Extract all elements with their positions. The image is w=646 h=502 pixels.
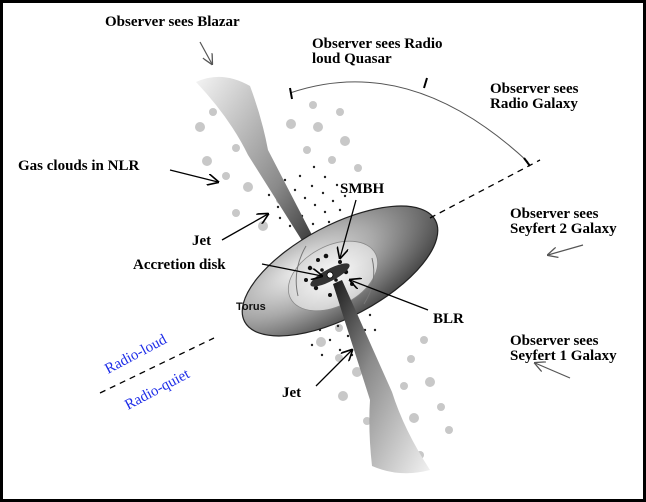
label-radio-quiet: Radio-quiet bbox=[122, 366, 193, 414]
label-radio-loud-quasar-line1: Observer sees Radio bbox=[312, 36, 443, 52]
label-seyfert1-line1: Observer sees bbox=[510, 333, 599, 349]
blazar-view-arrow bbox=[199, 41, 212, 64]
label-torus: Torus bbox=[236, 301, 266, 313]
jet-bottom-pointer bbox=[315, 350, 352, 387]
torus-plane-dashed-upper bbox=[429, 159, 541, 219]
seyfert2-view-arrow bbox=[548, 244, 584, 255]
label-seyfert2-line2: Seyfert 2 Galaxy bbox=[510, 221, 617, 237]
label-blr: BLR bbox=[433, 311, 464, 327]
label-radio-loud: Radio-loud bbox=[102, 331, 170, 377]
label-gas-clouds: Gas clouds in NLR bbox=[18, 158, 139, 174]
label-seyfert1-line2: Seyfert 1 Galaxy bbox=[510, 348, 617, 364]
label-accretion-disk: Accretion disk bbox=[133, 257, 226, 273]
agn-unified-model-diagram: Observer sees Blazar Observer sees Radio… bbox=[18, 14, 617, 474]
blr-pointer bbox=[350, 280, 429, 311]
seyfert1-view-arrow bbox=[535, 363, 571, 379]
label-seyfert2-line1: Observer sees bbox=[510, 206, 599, 222]
jet-upper bbox=[196, 76, 326, 266]
label-smbh: SMBH bbox=[340, 181, 385, 197]
jet-top-pointer bbox=[221, 214, 268, 241]
smbh-pointer bbox=[340, 199, 357, 258]
label-radio-galaxy-line1: Observer sees bbox=[490, 81, 579, 97]
label-radio-galaxy-line2: Radio Galaxy bbox=[490, 96, 578, 112]
viewing-angle-arc bbox=[289, 77, 531, 167]
label-jet-bottom: Jet bbox=[282, 385, 301, 401]
label-jet-top: Jet bbox=[192, 233, 211, 249]
gas-clouds-pointer bbox=[169, 169, 218, 182]
smbh-shape bbox=[326, 271, 334, 279]
accretion-disk-pointer bbox=[261, 263, 322, 276]
label-blazar: Observer sees Blazar bbox=[105, 14, 240, 30]
label-radio-loud-quasar-line2: loud Quasar bbox=[312, 51, 392, 67]
jet-lower bbox=[333, 280, 430, 474]
